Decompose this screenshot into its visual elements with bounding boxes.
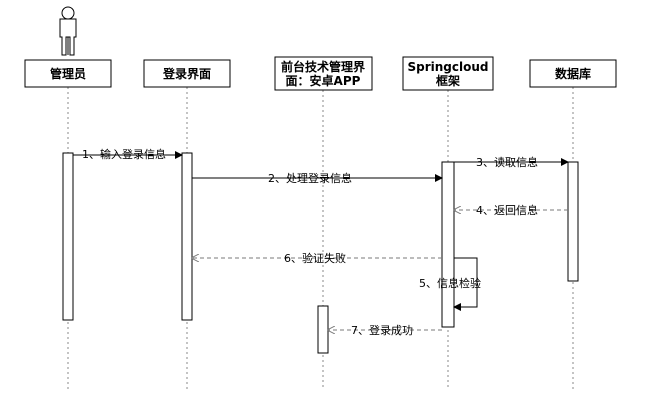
message-6-label: 6、验证失败 <box>284 251 346 265</box>
participant-springcloud-label-line2: 框架 <box>436 73 460 88</box>
participant-database: 数据库 <box>529 59 617 88</box>
message-3-label: 3、读取信息 <box>476 155 538 169</box>
message-7-label: 7、登录成功 <box>351 323 413 337</box>
message-4-label: 4、返回信息 <box>476 203 538 217</box>
participant-database-label: 数据库 <box>555 66 591 81</box>
participant-frontend: 前台技术管理界 面：安卓APP <box>274 56 373 91</box>
message-5-arrow <box>453 257 478 311</box>
activation-frontend <box>317 305 329 354</box>
participant-login-label: 登录界面 <box>162 66 211 81</box>
activation-database <box>567 161 579 282</box>
participant-admin: 管理员 <box>24 59 112 88</box>
message-2-label: 2、处理登录信息 <box>268 171 352 185</box>
activation-admin <box>62 152 74 321</box>
participant-admin-label: 管理员 <box>50 66 86 81</box>
message-1-label: 1、输入登录信息 <box>82 147 166 161</box>
participant-springcloud-label-line1: Springcloud <box>408 60 489 74</box>
participant-login: 登录界面 <box>143 59 231 88</box>
activation-springcloud <box>441 161 455 328</box>
participant-springcloud: Springcloud 框架 <box>402 56 494 91</box>
actor-person-icon <box>59 6 77 56</box>
participant-frontend-label-line1: 前台技术管理界 <box>281 59 365 74</box>
activation-login <box>181 152 193 321</box>
message-5-label: 5、信息检验 <box>419 276 481 290</box>
participant-frontend-label-line2: 面：安卓APP <box>286 73 361 88</box>
